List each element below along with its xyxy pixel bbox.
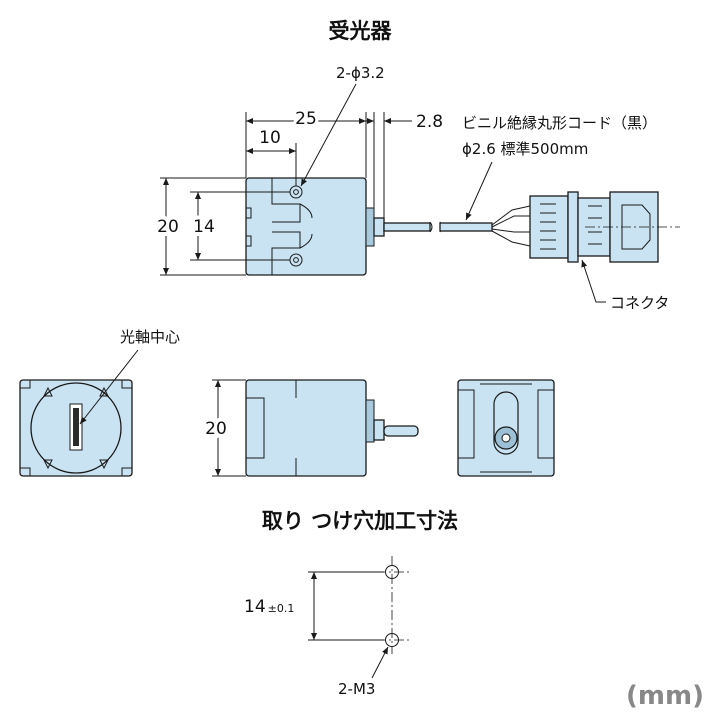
side-notch — [245, 207, 252, 219]
mounting-tabs — [43, 386, 109, 470]
rear-rails — [458, 389, 554, 459]
pitch-dim-label: 14±0.1 — [244, 597, 294, 617]
corner-cuts — [20, 380, 132, 476]
side-notch — [245, 235, 252, 247]
hole-spec-leader — [300, 83, 357, 187]
dim-2-8-label: 2.8 — [416, 112, 443, 132]
side-boss — [373, 419, 385, 441]
optical-axis-leader — [79, 349, 139, 425]
receiver-front-view: 光軸中心 — [19, 328, 180, 477]
cable-segment — [439, 222, 493, 232]
cable-label: ビニル絶縁丸形コード（黒） — [462, 114, 657, 132]
side-cable — [383, 425, 419, 437]
receiver-rear-view — [457, 379, 555, 477]
knob-center-icon — [501, 433, 511, 443]
extension-lines — [308, 571, 384, 641]
hole-spec-label: 2-ϕ3.2 — [336, 64, 385, 82]
lens-face — [365, 207, 375, 247]
connector-flange — [567, 191, 579, 263]
unit-label: (mm) — [626, 681, 704, 711]
pitch-tolerance: ±0.1 — [268, 602, 295, 615]
tapped-hole-icon — [385, 565, 399, 579]
cable-spec-label: ϕ2.6 標準500mm — [462, 140, 588, 158]
connector-leader — [581, 259, 606, 303]
optical-axis-label: 光軸中心 — [120, 328, 180, 346]
mounting-hole-drawing: 14±0.1 2-M3 — [244, 556, 410, 698]
mounting-title: 取り つけ穴加工寸法 — [262, 509, 458, 533]
cable-boss — [373, 217, 385, 237]
side-step — [246, 397, 265, 459]
dim-10-label: 10 — [259, 128, 281, 148]
extension-lines — [245, 112, 385, 218]
side-lens — [365, 399, 375, 443]
pitch-value: 14 — [244, 597, 266, 617]
hole-center-icon — [293, 257, 299, 263]
cable-leader — [465, 161, 493, 221]
rear-edges — [480, 383, 532, 473]
cable-segment — [383, 222, 431, 232]
connector-pins — [540, 203, 556, 250]
thread-leader — [371, 646, 389, 679]
wire-fan — [491, 205, 531, 247]
connector-body — [529, 195, 569, 259]
connector-slots — [588, 205, 602, 245]
connector-label: コネクタ — [610, 294, 669, 312]
receiver-side-view: 20 — [201, 379, 419, 477]
extension-lines — [160, 177, 290, 276]
dim-25-label: 25 — [295, 109, 317, 129]
dim-20-label: 20 — [157, 217, 179, 237]
hole-center-icon — [293, 189, 299, 195]
receiver-top-view: 25 10 2.8 20 14 2-ϕ3.2 ビニル絶縁丸形コード（黒） ϕ2.… — [153, 64, 680, 312]
latch-outline — [621, 204, 651, 250]
pocket-curve — [299, 203, 313, 249]
tapped-hole-icon — [385, 633, 399, 647]
side-dim-20-label: 20 — [205, 419, 227, 439]
slit-inner — [73, 408, 79, 446]
dim-14-label: 14 — [193, 217, 215, 237]
thread-spec-label: 2-M3 — [338, 680, 375, 698]
diagram-title: 受光器 — [329, 19, 393, 43]
